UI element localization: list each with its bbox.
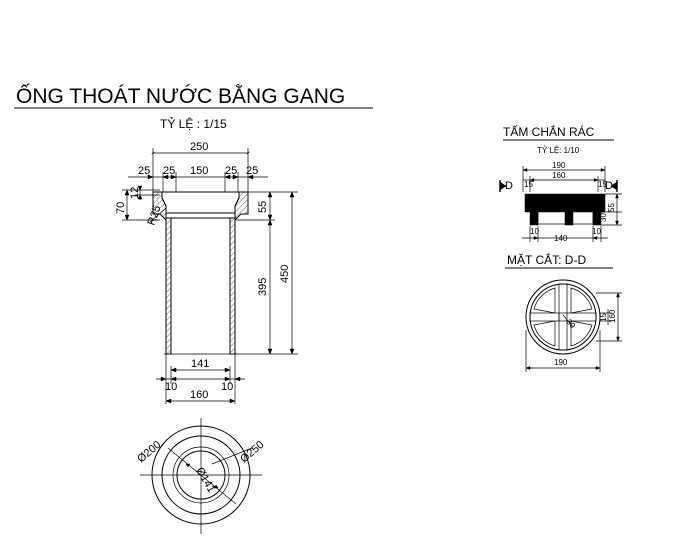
dim-12: 12 [129, 187, 141, 199]
dim-25-d: 25 [246, 165, 258, 177]
grate-scale: TỶ LỆ: 1/10 [537, 146, 580, 155]
dim-160-bottom: 160 [190, 389, 208, 401]
grate-dim-10-b: 10 [592, 227, 601, 236]
dim-10-a: 10 [165, 381, 177, 393]
main-scale: TỶ LỆ : 1/15 [160, 116, 227, 131]
dim-141: 141 [191, 358, 209, 370]
grate-dim-160: 160 [552, 171, 566, 180]
dim-d250: Ø250 [238, 439, 266, 465]
pipe-plan: Ø200 Ø250 Ø141 [135, 418, 267, 534]
dim-70: 70 [115, 202, 127, 214]
dim-25-c: 25 [225, 165, 237, 177]
dim-25-a: 25 [138, 165, 150, 177]
section-dim-15: 15 [599, 313, 608, 322]
section-mark-right: D [605, 180, 613, 192]
dim-25-b: 25 [163, 165, 175, 177]
grate-dim-55: 55 [607, 203, 616, 212]
grate-dim-30: 30 [599, 213, 608, 222]
grate-title: TẤM CHẮN RÁC [503, 124, 595, 139]
section-dim-160: 160 [608, 309, 617, 323]
dim-250-top: 250 [190, 141, 208, 153]
section-mark-left: D [505, 180, 513, 192]
dim-d141: Ø141 [193, 466, 217, 495]
section-dim-190: 190 [554, 358, 568, 367]
grate-dim-10-a: 10 [530, 227, 539, 236]
dim-10-b: 10 [221, 381, 233, 393]
dim-55: 55 [257, 201, 269, 213]
grate-dim-15-b: 15 [598, 180, 607, 189]
dim-150: 150 [190, 165, 208, 177]
section-dd: 30 15 160 190 [525, 279, 622, 372]
dim-395: 395 [257, 278, 269, 296]
grate-elevation: 190 160 15 15 D D 30 55 [499, 161, 622, 243]
section-title: MẶT CẮT: D-D [507, 252, 586, 267]
dim-d200: Ø200 [135, 439, 163, 465]
grate-dim-15-a: 15 [524, 180, 533, 189]
pipe-elevation: 250 25 25 150 25 25 70 12 R25 [115, 141, 298, 404]
grate-dim-140: 140 [554, 234, 568, 243]
grate-dim-190: 190 [552, 161, 566, 170]
main-title: ỐNG THOÁT NƯỚC BẰNG GANG [16, 84, 345, 108]
dim-450: 450 [279, 265, 291, 283]
